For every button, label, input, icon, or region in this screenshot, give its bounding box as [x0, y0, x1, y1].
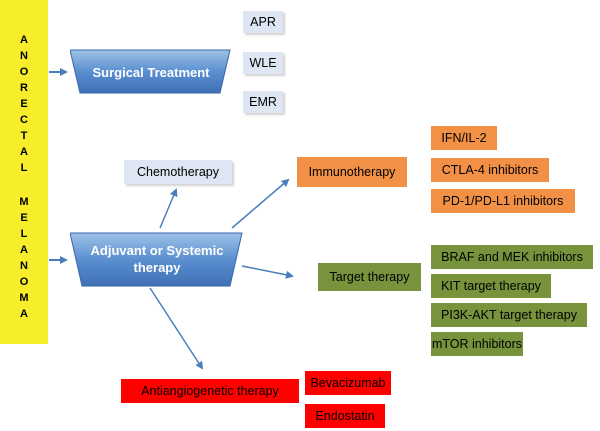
- sidebar-letter: A: [20, 308, 28, 320]
- adjuvant-therapy-label: Adjuvant or Systemic therapy: [76, 234, 238, 284]
- adjuvant-label-line1: Adjuvant or Systemic: [90, 243, 224, 258]
- arrow-to-target-therapy: [241, 265, 294, 279]
- sidebar-letter: A: [20, 244, 28, 256]
- immunotherapy-option-pd1: PD-1/PD-L1 inhibitors: [431, 189, 575, 213]
- immunotherapy-box: Immunotherapy: [297, 157, 407, 187]
- surgical-treatment-shape: [70, 49, 231, 94]
- antiangio-option-endostatin: Endostatin: [305, 404, 385, 428]
- surgical-option-wle: WLE: [243, 52, 283, 74]
- sidebar-letter: L: [20, 162, 28, 174]
- immunotherapy-option-ifn-il2: IFN/IL-2: [431, 126, 497, 150]
- arrow-to-chemotherapy: [159, 188, 178, 229]
- adjuvant-label-line2: therapy: [133, 260, 181, 275]
- sidebar-letter: T: [20, 130, 28, 142]
- sidebar-letter: O: [19, 276, 29, 288]
- surgical-option-emr: EMR: [243, 91, 283, 113]
- chemotherapy-box: Chemotherapy: [124, 160, 232, 184]
- sidebar-letter: C: [20, 114, 28, 126]
- sidebar-letter: R: [20, 82, 28, 94]
- antiangio-option-bevacizumab: Bevacizumab: [305, 371, 391, 395]
- sidebar-letter: A: [20, 34, 28, 46]
- target-option-mtor: mTOR inhibitors: [431, 332, 523, 356]
- surgical-option-apr: APR: [243, 11, 283, 33]
- sidebar-letter: M: [19, 196, 29, 208]
- arrow-to-immunotherapy: [231, 178, 290, 229]
- sidebar-anorectal-melanoma: A N O R E C T A L M E L A N O M A: [0, 0, 48, 344]
- sidebar-letter: E: [20, 98, 28, 110]
- sidebar-letter: E: [20, 212, 28, 224]
- adjuvant-therapy-shape: [70, 232, 243, 287]
- immunotherapy-option-ctla4: CTLA-4 inhibitors: [431, 158, 549, 182]
- target-option-braf-mek: BRAF and MEK inhibitors: [431, 245, 593, 269]
- sidebar-letter: M: [19, 292, 29, 304]
- sidebar-letter: N: [20, 50, 28, 62]
- arrow-to-antiangiogenetic: [149, 287, 204, 370]
- sidebar-letter: O: [19, 66, 29, 78]
- surgical-treatment-label: Surgical Treatment: [92, 64, 210, 80]
- target-therapy-box: Target therapy: [318, 263, 421, 291]
- antiangiogenetic-therapy-box: Antiangiogenetic therapy: [121, 379, 299, 403]
- target-option-pi3k-akt: PI3K-AKT target therapy: [431, 303, 587, 327]
- sidebar-letter: A: [20, 146, 28, 158]
- sidebar-letter: N: [20, 260, 28, 272]
- target-option-kit: KIT target therapy: [431, 274, 551, 298]
- sidebar-letter: L: [20, 228, 28, 240]
